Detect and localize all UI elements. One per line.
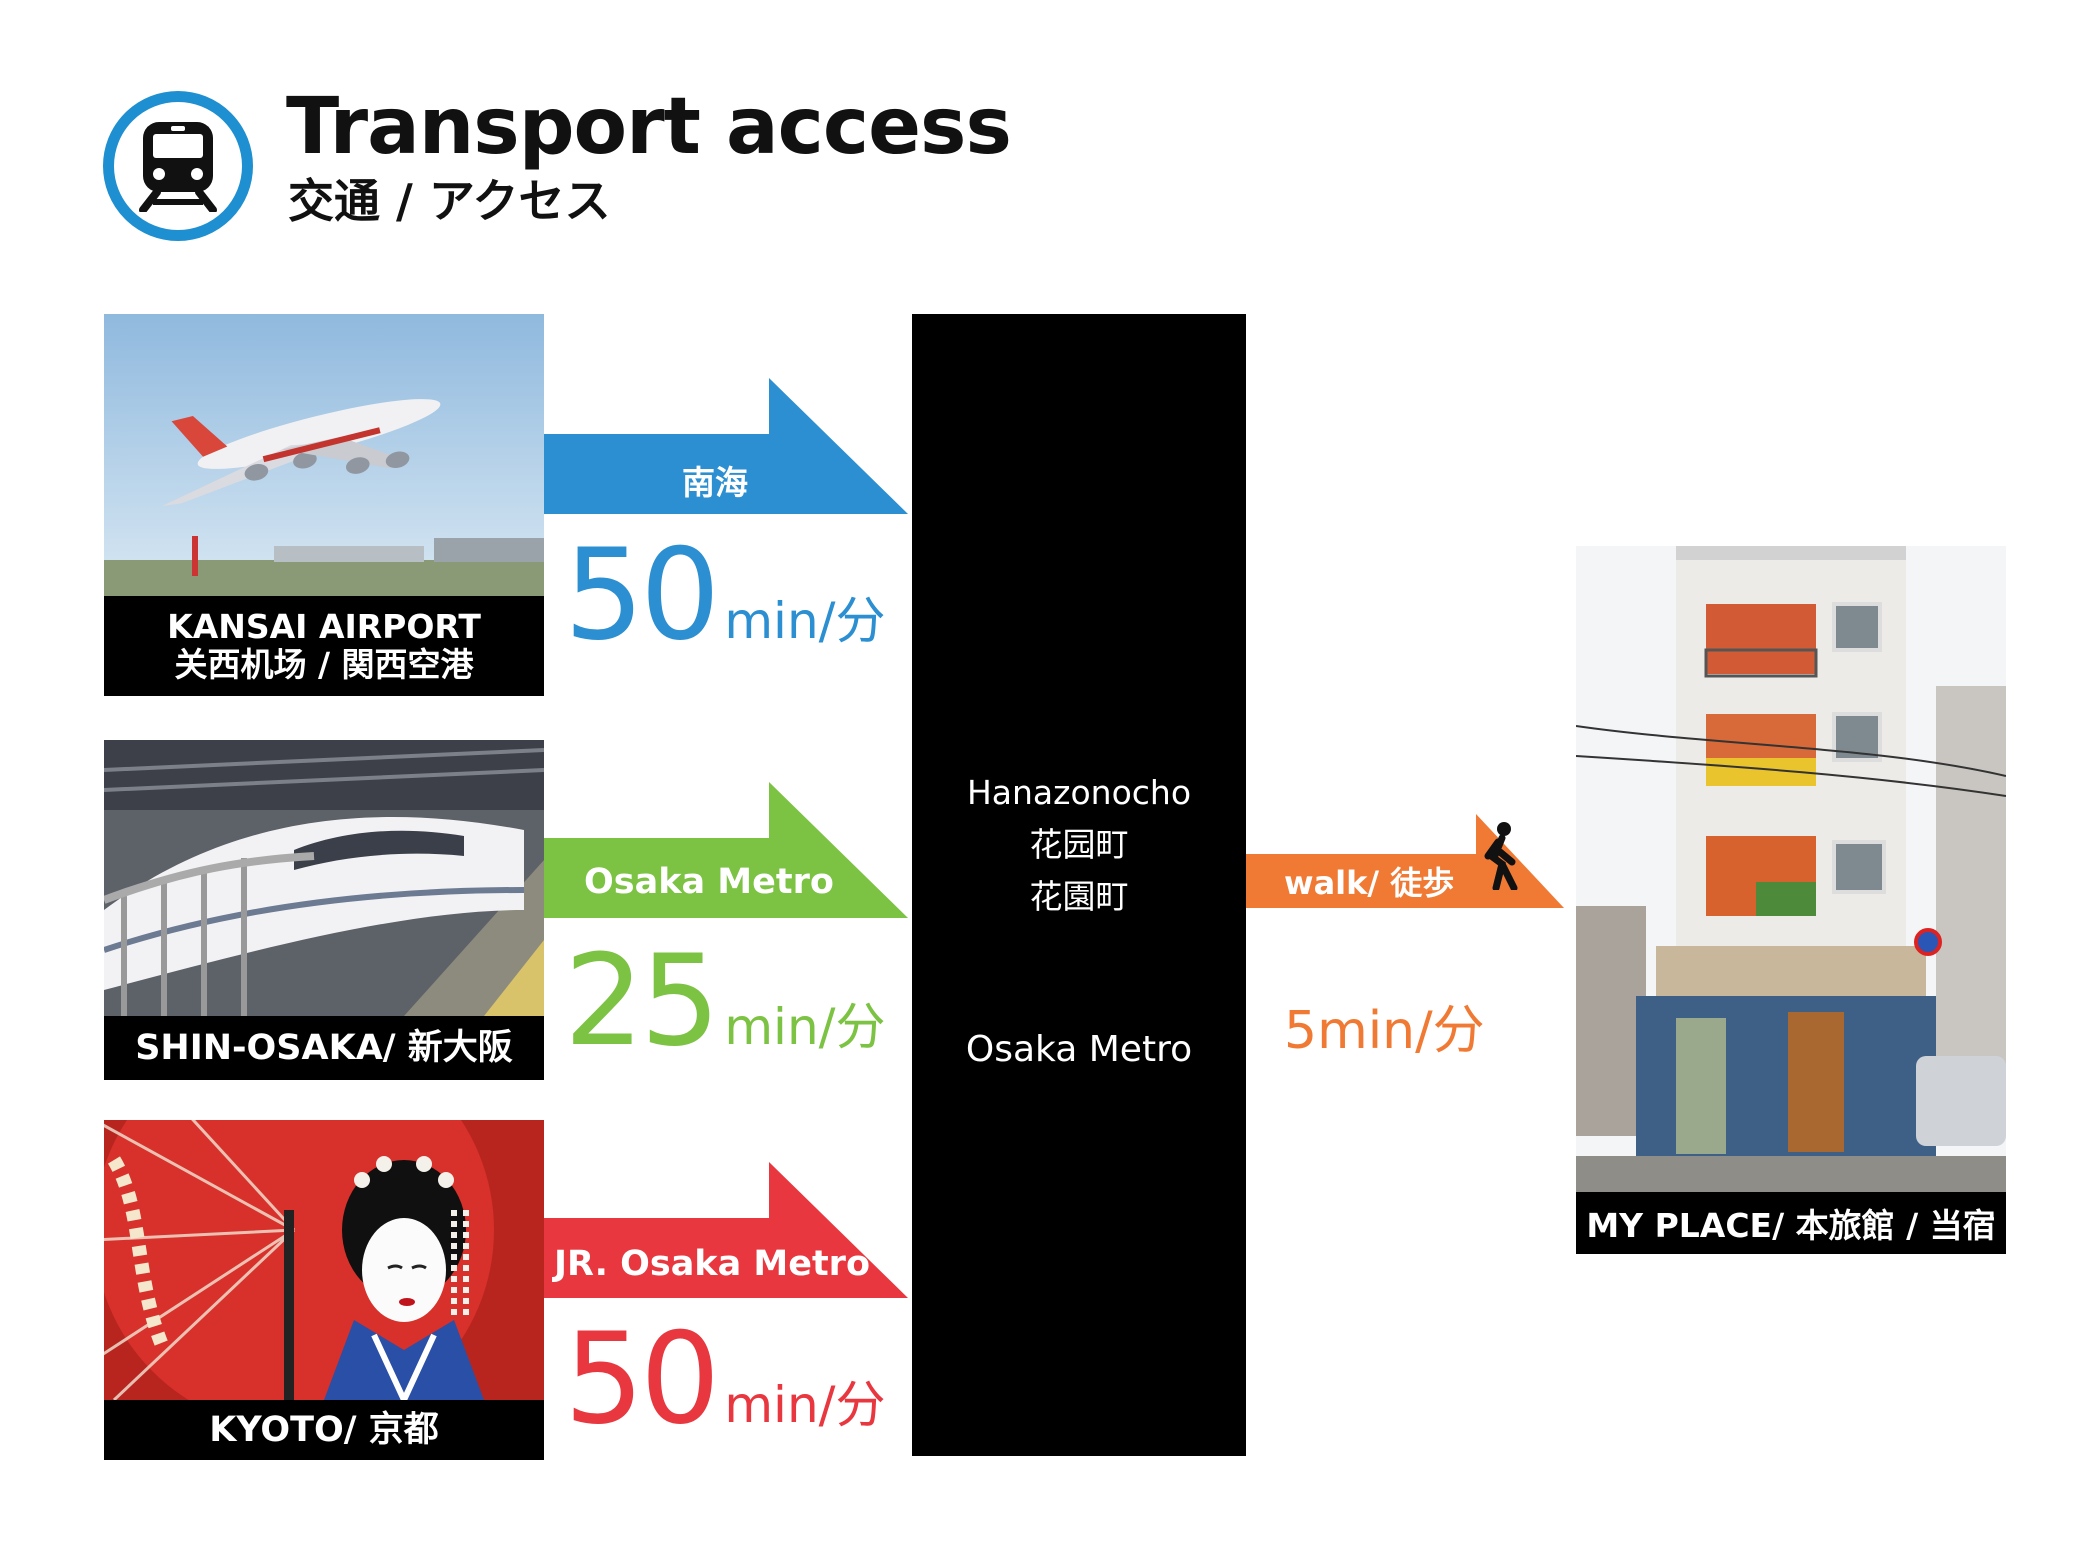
origin-label-jp: 关西机场 / 関西空港 — [174, 645, 474, 684]
geisha-photo — [104, 1120, 544, 1400]
duration-value: 50 — [564, 1305, 720, 1452]
duration-unit: min/分 — [724, 998, 886, 1056]
photo-kansai-airport: KANSAI AIRPORT 关西机场 / 関西空港 — [104, 314, 544, 696]
duration-unit: min/分 — [724, 592, 886, 650]
duration-value: 25 — [564, 927, 720, 1074]
hub-name-en: Hanazonocho — [966, 773, 1192, 812]
building-photo — [1576, 546, 2006, 1192]
page-subtitle: 交通 / アクセス — [288, 174, 611, 228]
route-arrow-jr: JR. Osaka Metro — [544, 1162, 908, 1302]
walk-label: walk/ 徒歩 — [1284, 864, 1455, 902]
duration-unit: min/分 — [724, 1376, 886, 1434]
airplane-photo — [104, 314, 544, 596]
hub-station-box: Hanazonocho 花园町 花園町 Osaka Metro — [912, 314, 1246, 1456]
photo-kyoto: KYOTO/ 京都 — [104, 1120, 544, 1460]
page-title: Transport access — [286, 82, 1012, 172]
photo-shin-osaka: SHIN-OSAKA/ 新大阪 — [104, 740, 544, 1080]
origin-label-en: KANSAI AIRPORT — [167, 607, 481, 647]
train-icon — [139, 122, 217, 212]
line-label: 南海 — [682, 463, 748, 502]
hub-name-jp: 花園町 — [1029, 877, 1129, 916]
photo-caption: KANSAI AIRPORT 关西机场 / 関西空港 — [104, 596, 544, 696]
route-arrow-osaka-metro: Osaka Metro — [544, 782, 908, 922]
train-icon-badge — [103, 91, 253, 241]
shinkansen-photo — [104, 740, 544, 1016]
line-label: Osaka Metro — [584, 862, 834, 902]
walking-person-icon — [1484, 822, 1518, 890]
photo-destination: MY PLACE/ 本旅館 / 当宿 — [1576, 546, 2006, 1254]
hub-line: Osaka Metro — [965, 1029, 1193, 1070]
photo-caption: SHIN-OSAKA/ 新大阪 — [104, 1016, 544, 1080]
duration-value: 50 — [564, 521, 720, 668]
destination-caption: MY PLACE/ 本旅館 / 当宿 — [1576, 1192, 2006, 1254]
origin-label: SHIN-OSAKA/ 新大阪 — [135, 1027, 513, 1068]
walk-duration: 5min/分 — [1284, 1001, 1485, 1061]
walk-arrow: walk/ 徒歩 — [1246, 814, 1566, 910]
hub-name-cn: 花园町 — [1029, 825, 1129, 864]
line-label: JR. Osaka Metro — [554, 1244, 870, 1284]
route-arrow-nankai: 南海 — [544, 378, 908, 518]
photo-caption: KYOTO/ 京都 — [104, 1400, 544, 1460]
origin-label: KYOTO/ 京都 — [209, 1409, 439, 1450]
